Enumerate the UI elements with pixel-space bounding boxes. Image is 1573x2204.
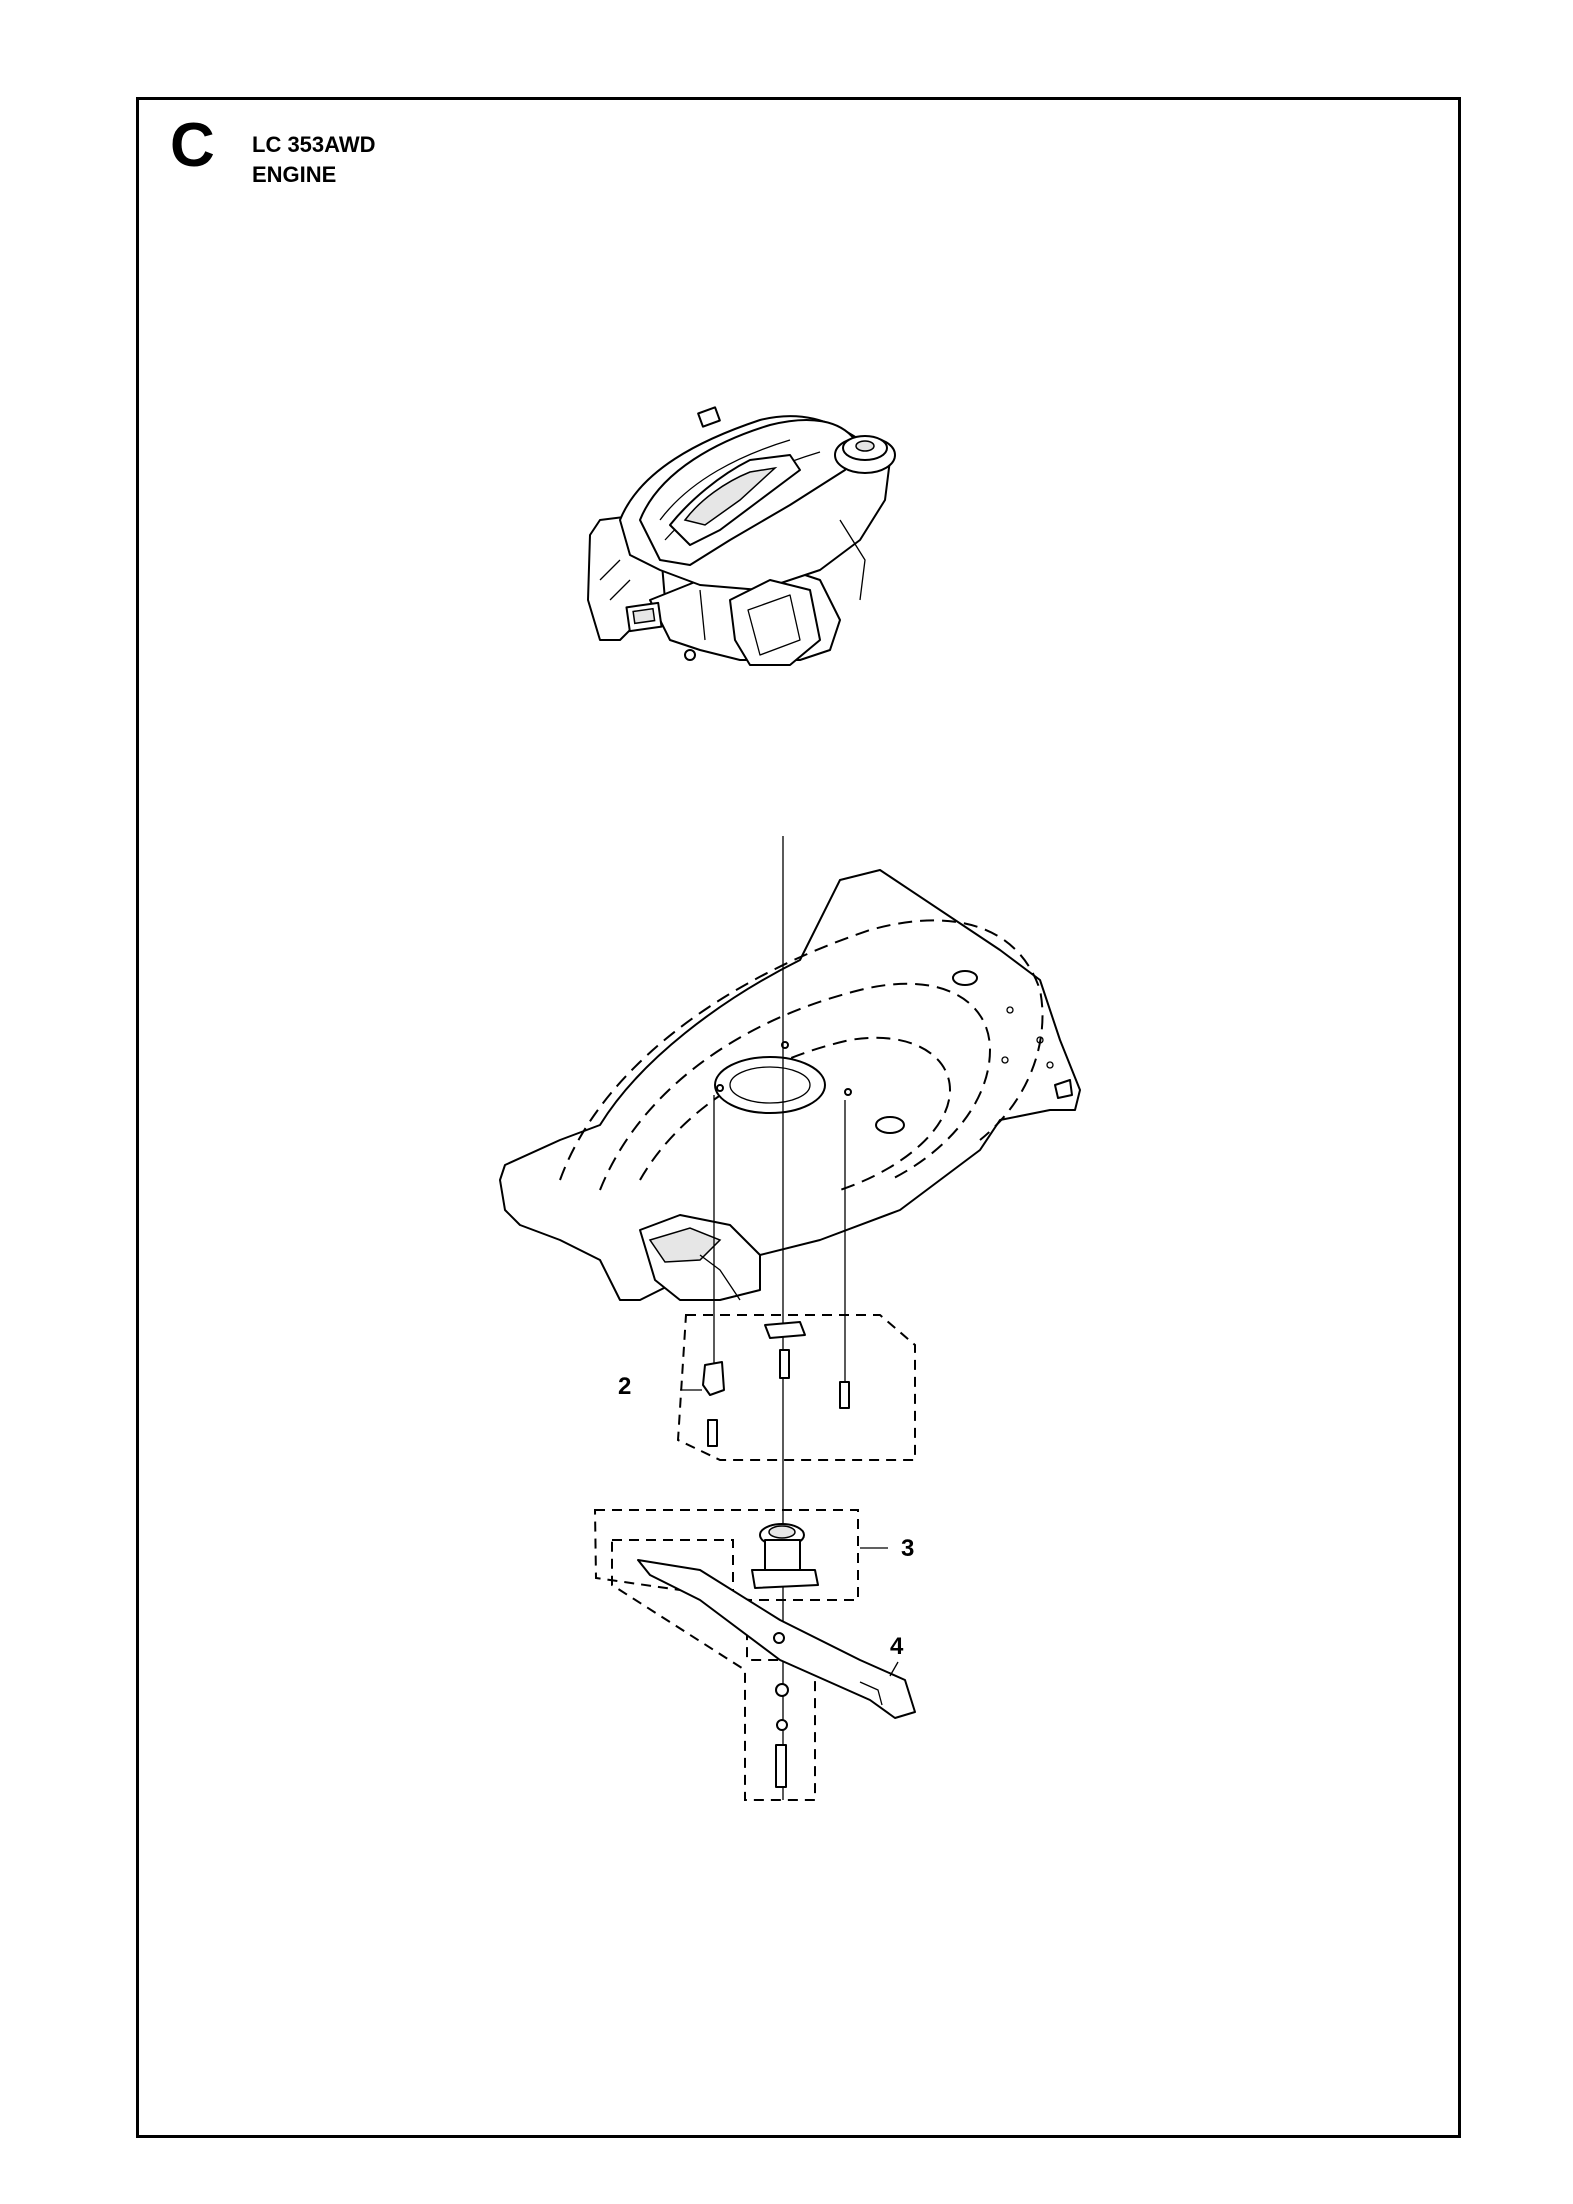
blade-adapter-kit [593, 1509, 888, 1601]
page-title: ENGINE [252, 162, 337, 187]
callout-2: 2 [618, 1373, 631, 1400]
mower-deck-illustration [499, 869, 1081, 1301]
section-letter: C [170, 111, 215, 180]
blade-kit [611, 1539, 916, 1801]
callout-3: 3 [901, 1535, 914, 1562]
page-frame [136, 97, 1461, 2138]
deck-fasteners-kit [676, 1314, 916, 1461]
model-name: LC 353AWD [252, 132, 376, 157]
engine-illustration [587, 406, 896, 666]
callout-4: 4 [890, 1633, 904, 1660]
